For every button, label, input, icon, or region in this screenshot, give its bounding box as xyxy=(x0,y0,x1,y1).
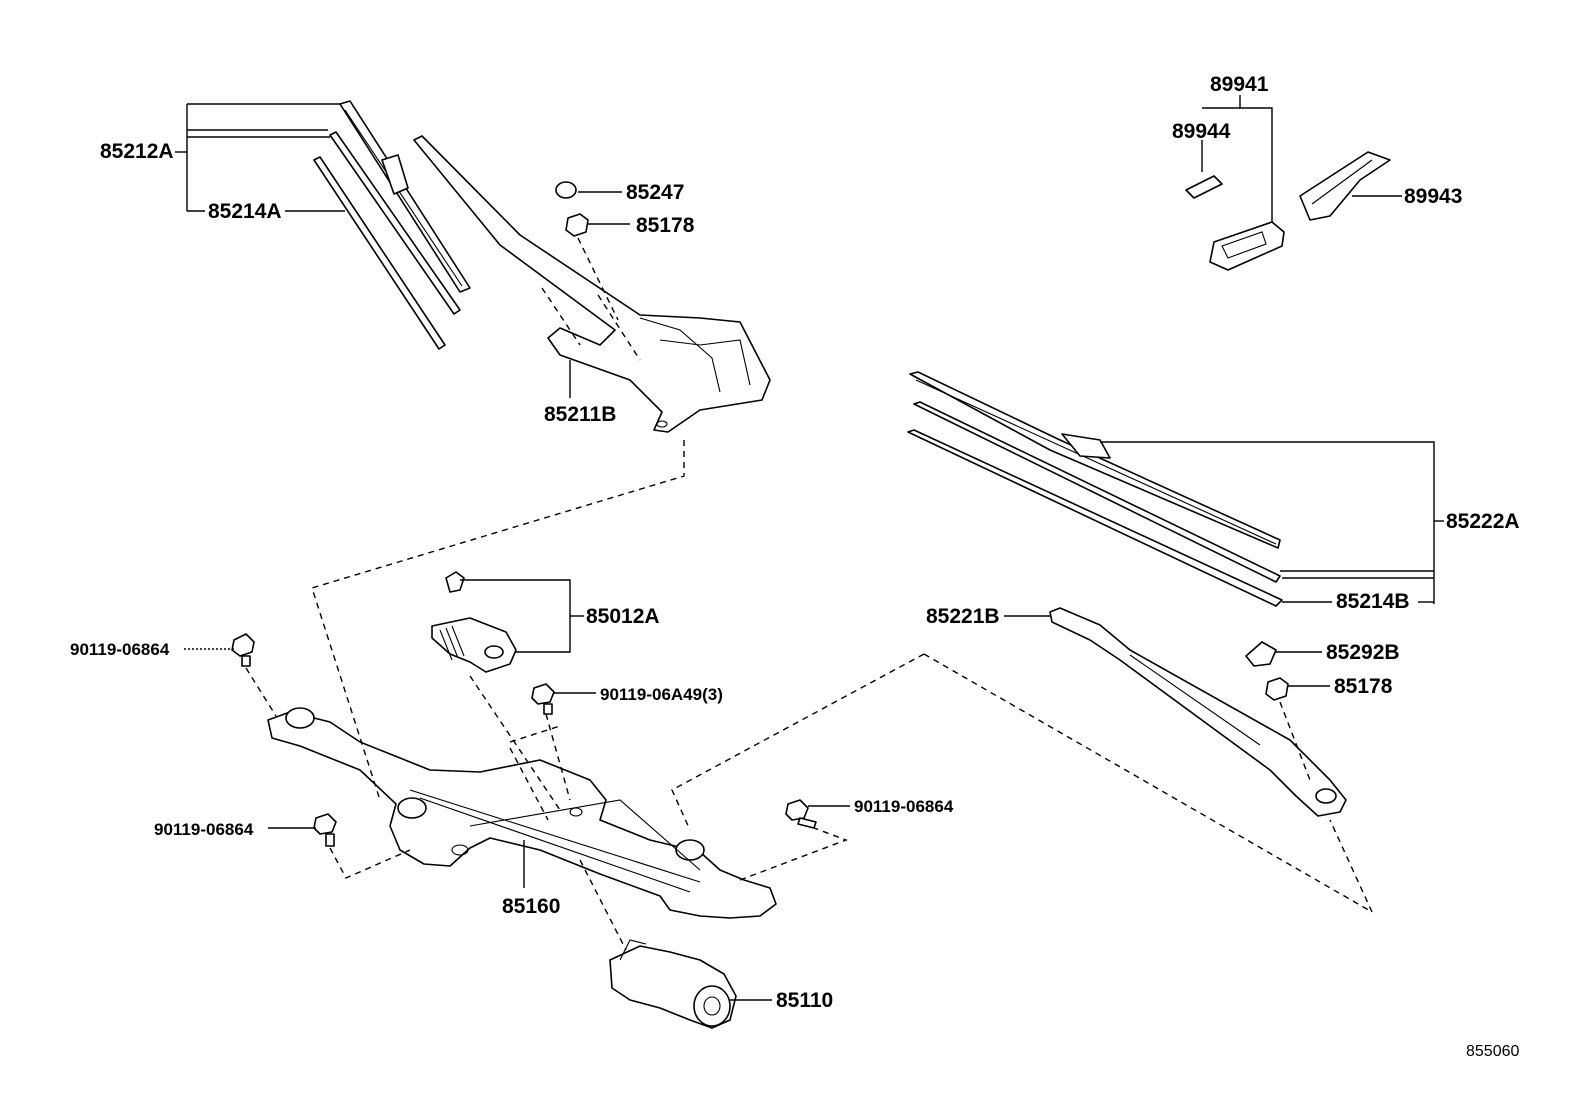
callout-85110: 85110 xyxy=(776,989,833,1012)
callout-90119-06A49: 90119-06A49(3) xyxy=(600,685,723,704)
callout-85211B: 85211B xyxy=(544,403,616,426)
right-wiper-blade xyxy=(907,371,1283,607)
callout-bracket-85212A xyxy=(175,103,345,212)
sensor-module-group xyxy=(1185,95,1402,271)
callout-85212A: 85212A xyxy=(100,140,174,163)
callout-89943: 89943 xyxy=(1404,185,1462,208)
callout-90119-06864-b: 90119-06864 xyxy=(154,820,254,839)
callout-85160: 85160 xyxy=(502,895,560,918)
left-wiper-blade xyxy=(313,100,471,350)
nut-85178-top xyxy=(565,213,630,237)
callout-85214B: 85214B xyxy=(1336,590,1410,613)
callout-85222A: 85222A xyxy=(1446,510,1520,533)
callout-90119-06864-a: 90119-06864 xyxy=(70,640,170,659)
screw-90119-06864-a xyxy=(184,633,255,667)
left-wiper-arm xyxy=(413,135,771,433)
screw-90119-06A49 xyxy=(531,683,596,715)
right-wiper-arm xyxy=(1049,607,1347,817)
screw-90119-06864-c xyxy=(785,799,850,829)
callout-89944: 89944 xyxy=(1172,120,1231,143)
callout-89941: 89941 xyxy=(1210,73,1269,96)
callout-85178-top: 85178 xyxy=(636,214,695,237)
callout-bracket-85222A xyxy=(1100,441,1444,604)
wiper-motor-85110 xyxy=(609,939,772,1029)
assembly-lines xyxy=(245,440,1374,951)
callout-85178-right: 85178 xyxy=(1334,675,1393,698)
diagram-id: 855060 xyxy=(1466,1043,1519,1060)
callout-85221B: 85221B xyxy=(926,605,1000,628)
nut-85178-right xyxy=(1265,677,1330,701)
callout-85247: 85247 xyxy=(626,181,684,204)
connector-85012A xyxy=(431,571,584,673)
cap-85292B xyxy=(1245,641,1322,667)
callout-85214A: 85214A xyxy=(208,200,282,223)
cap-85247 xyxy=(555,181,622,199)
callout-90119-06864-c: 90119-06864 xyxy=(854,797,954,816)
screw-90119-06864-b xyxy=(268,813,337,847)
wiper-linkage-85160 xyxy=(267,707,777,919)
callout-85012A: 85012A xyxy=(586,605,660,628)
callout-85292B: 85292B xyxy=(1326,641,1400,664)
